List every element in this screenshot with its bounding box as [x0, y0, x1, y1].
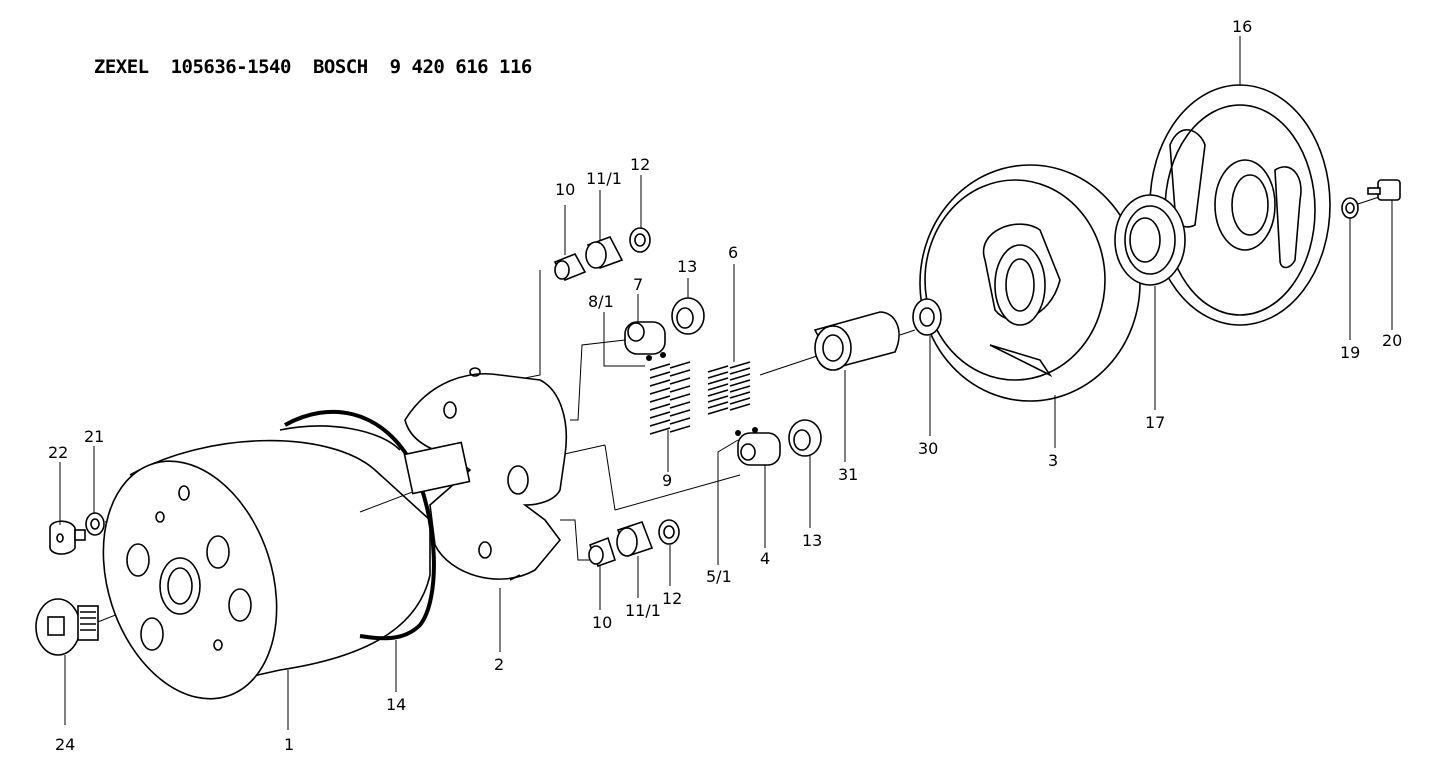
- label-22: 22: [48, 443, 68, 462]
- label-3: 3: [1048, 451, 1058, 470]
- label-6: 6: [728, 243, 738, 262]
- label-10-top: 10: [555, 180, 575, 199]
- part-31-sleeve: [813, 311, 900, 371]
- label-14: 14: [386, 695, 406, 714]
- label-31: 31: [838, 465, 858, 484]
- part-3-flyweight: [919, 164, 1141, 402]
- label-30: 30: [918, 439, 938, 458]
- part-22-screw: [49, 520, 86, 555]
- label-12-bottom: 12: [662, 589, 682, 608]
- bosch-part-number: 9 420 616 116: [389, 56, 533, 78]
- label-9: 9: [662, 471, 672, 490]
- brand-zexel: ZEXEL: [93, 56, 149, 78]
- leader-lines: [59, 36, 1393, 730]
- label-7: 7: [633, 275, 643, 294]
- label-19: 19: [1340, 343, 1360, 362]
- part-14-ring: [284, 409, 436, 641]
- part-9-springs: [649, 361, 691, 435]
- label-21: 21: [84, 427, 104, 446]
- part-11-bushing-top: [585, 236, 624, 269]
- label-2: 2: [494, 655, 504, 674]
- part-21-washer: [85, 512, 105, 536]
- brand-bosch: BOSCH: [312, 56, 368, 78]
- label-16: 16: [1232, 17, 1252, 36]
- zexel-part-number: 105636-1540: [170, 56, 292, 78]
- part-4-spring-seat: [735, 427, 781, 466]
- part-19-washer: [1341, 197, 1359, 219]
- label-13-bottom: 13: [802, 531, 822, 550]
- label-17: 17: [1145, 413, 1165, 432]
- part-20-bolt: [1367, 179, 1401, 201]
- part-10-pin-top: [553, 252, 587, 282]
- part-17-bearing: [1114, 194, 1186, 286]
- label-1: 1: [284, 735, 294, 754]
- part-30-washer: [912, 298, 942, 336]
- label-8: 8/1: [588, 292, 614, 311]
- label-12-top: 12: [630, 155, 650, 174]
- part-13-washer-bottom: [788, 419, 822, 457]
- part-7-spring-seat: [624, 321, 666, 361]
- label-4: 4: [760, 549, 770, 568]
- part-24-plug: [35, 598, 99, 656]
- label-10-bottom: 10: [592, 613, 612, 632]
- label-5: 5/1: [706, 567, 732, 586]
- part-number-labels: 10 11/1 12 13 7 8/1 6 9 5/1 4 13 10 11/1…: [48, 17, 1402, 754]
- label-13-top: 13: [677, 257, 697, 276]
- label-11-bottom: 11/1: [625, 601, 661, 620]
- part-1-housing: [102, 425, 431, 700]
- label-11-top: 11/1: [586, 169, 622, 188]
- part-13-washer-top: [671, 297, 705, 335]
- part-12-washer-top: [629, 227, 651, 253]
- label-24: 24: [55, 735, 75, 754]
- label-20: 20: [1382, 331, 1402, 350]
- part-16-cover: [1149, 84, 1331, 326]
- part-10-pin-bottom: [588, 536, 616, 568]
- part-11-bushing-bottom: [616, 520, 654, 558]
- part-2-flyweight-carrier: [403, 367, 568, 581]
- diagram-title: ZEXEL 105636-1540 BOSCH 9 420 616 116: [72, 34, 532, 78]
- part-12-washer-bottom: [658, 519, 680, 545]
- part-6-springs: [707, 361, 751, 415]
